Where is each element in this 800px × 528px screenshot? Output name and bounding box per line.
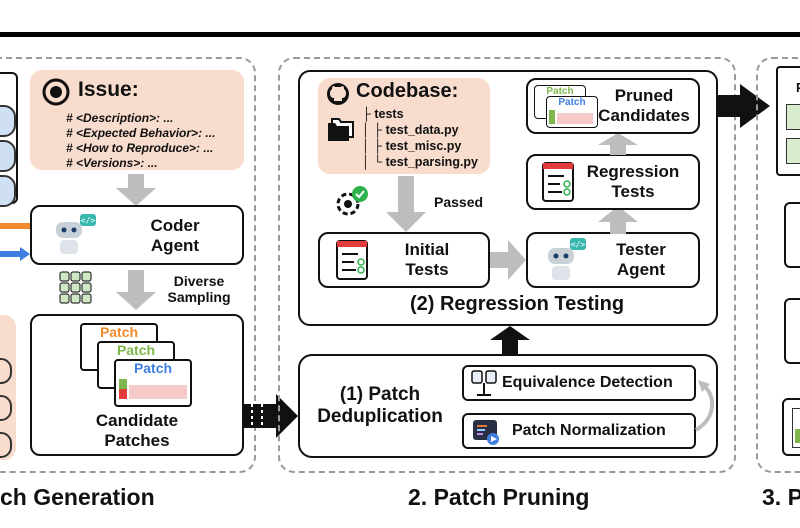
gear-check-icon bbox=[336, 186, 368, 216]
arrow-initial-to-tester bbox=[490, 240, 526, 280]
tester-agent-line-1: Tester bbox=[616, 240, 666, 259]
pruned-patch-label-2: Patch bbox=[558, 97, 586, 108]
pruned-patch-label-1: Patch bbox=[546, 86, 574, 97]
folder-icon bbox=[328, 118, 354, 141]
pruning-panel bbox=[278, 57, 736, 473]
left-item-2 bbox=[0, 140, 16, 172]
patch-normalization-box bbox=[462, 413, 696, 449]
scale-icon bbox=[471, 370, 497, 396]
equivalence-detection-label: Equivalence Detection bbox=[502, 374, 673, 391]
patch-card-blue: Patch bbox=[114, 359, 192, 407]
regression-tests-label: Regression Tests bbox=[578, 162, 688, 201]
equivalence-detection-box bbox=[462, 365, 696, 401]
next-middle-box-2 bbox=[784, 298, 800, 364]
candidate-patches-line-1: Candidate bbox=[95, 411, 179, 430]
regression-tests-line-2: Tests bbox=[611, 181, 655, 201]
issue-line-3: # <How to Reproduce>: ... bbox=[66, 141, 214, 155]
blue-input-line bbox=[0, 251, 22, 257]
candidate-patches-line-2: Patches bbox=[104, 430, 170, 450]
left-item-3 bbox=[0, 175, 16, 207]
tester-agent-label: Tester Agent bbox=[596, 240, 686, 279]
coder-agent-line-2: Agent bbox=[150, 235, 200, 255]
tree-file-1: test_data.py bbox=[385, 123, 459, 137]
next-row-2 bbox=[786, 138, 800, 164]
generation-panel bbox=[0, 57, 256, 473]
orange-input-line bbox=[0, 223, 30, 229]
left-item-1 bbox=[0, 105, 16, 137]
arrow-pruning-to-next bbox=[718, 84, 770, 128]
next-middle-box-1 bbox=[784, 202, 800, 268]
sampling-grid-icon bbox=[59, 271, 92, 304]
svg-text:</>: </> bbox=[571, 240, 586, 249]
tester-agent-line-2: Agent bbox=[616, 259, 666, 279]
arrow-codebase-to-initial bbox=[386, 176, 426, 232]
top-rule bbox=[0, 32, 800, 37]
issue-line-1: # <Description>: ... bbox=[66, 111, 174, 125]
deduplication-line-1: (1) Patch bbox=[339, 384, 421, 405]
next-row-1 bbox=[786, 104, 800, 130]
codebase-title: Codebase: bbox=[356, 80, 459, 102]
left-peach-panel bbox=[0, 315, 16, 460]
robot-tester-icon: </> bbox=[548, 238, 586, 280]
issue-icon bbox=[42, 78, 70, 106]
blue-input-arrowhead bbox=[20, 247, 30, 261]
deduplication-line-2: Deduplication bbox=[317, 405, 443, 427]
patch-label-green: Patch bbox=[116, 342, 156, 358]
codebase-tree: ├ tests │ ├ test_data.py │ ├ test_misc.p… bbox=[362, 106, 478, 170]
passed-label: Passed bbox=[434, 194, 484, 210]
pruned-candidates-line-1: Pruned bbox=[614, 86, 674, 105]
regression-testing-label: (2) Regression Testing bbox=[409, 293, 625, 315]
next-bottom-patch bbox=[792, 408, 800, 448]
next-section-title: 3. P bbox=[762, 484, 800, 510]
github-icon bbox=[327, 83, 349, 105]
arrow-issue-to-coder bbox=[116, 174, 156, 206]
arrow-tester-to-regression bbox=[598, 206, 638, 234]
coder-agent-line-1: Coder bbox=[150, 216, 200, 235]
coder-agent-label: Coder Agent bbox=[120, 216, 230, 255]
tree-folder: tests bbox=[374, 107, 404, 121]
tree-file-row-2: │ ├ test_misc.py bbox=[362, 139, 462, 153]
issue-line-2: # <Expected Behavior>: ... bbox=[66, 126, 216, 140]
candidate-patches-label: Candidate Patches bbox=[62, 411, 212, 450]
arrow-dedup-to-regression bbox=[490, 326, 530, 354]
pruned-candidates-label: Pruned Candidates bbox=[592, 86, 696, 125]
patch-label-blue: Patch bbox=[133, 360, 173, 376]
issue-line-4: # <Versions>: ... bbox=[66, 156, 158, 170]
arrow-generation-to-pruning bbox=[244, 394, 298, 438]
checklist-icon-initial bbox=[336, 240, 368, 280]
patch-normalization-label: Patch Normalization bbox=[512, 422, 666, 439]
tree-file-row-3: │ └ test_parsing.py bbox=[362, 155, 479, 169]
regression-tests-line-1: Regression bbox=[586, 162, 680, 181]
tree-folder-row: ├ tests bbox=[362, 107, 404, 121]
diverse-sampling-label: Diverse Sampling bbox=[160, 273, 238, 305]
robot-coder-icon: </> bbox=[56, 214, 96, 254]
arrow-coder-to-candidates bbox=[116, 270, 156, 310]
next-top-label: P bbox=[796, 80, 800, 95]
initial-tests-label: Initial Tests bbox=[382, 240, 472, 279]
code-window-icon bbox=[473, 420, 499, 445]
issue-title: Issue: bbox=[78, 78, 139, 101]
diverse-sampling-line-1: Diverse bbox=[173, 273, 225, 289]
checklist-icon-regression bbox=[542, 162, 574, 202]
curved-arrow-normalization-to-equivalence bbox=[694, 380, 715, 432]
initial-tests-line-2: Tests bbox=[405, 259, 449, 279]
next-panel bbox=[756, 57, 800, 473]
deduplication-label: (1) Patch Deduplication bbox=[300, 384, 460, 428]
svg-text:</>: </> bbox=[81, 216, 96, 225]
initial-tests-line-1: Initial bbox=[404, 240, 450, 259]
pruning-section-title: 2. Patch Pruning bbox=[408, 484, 590, 510]
tree-file-2: test_misc.py bbox=[385, 139, 462, 153]
diverse-sampling-line-2: Sampling bbox=[167, 289, 231, 306]
pruned-patch-card-2: Patch bbox=[546, 96, 598, 128]
patch-label-orange: Patch bbox=[99, 324, 139, 340]
arrow-regression-to-pruned bbox=[598, 133, 638, 155]
pruned-candidates-line-2: Candidates bbox=[598, 105, 690, 125]
tree-file-row-1: │ ├ test_data.py bbox=[362, 123, 459, 137]
tree-file-3: test_parsing.py bbox=[385, 155, 479, 169]
generation-section-title: ch Generation bbox=[0, 484, 155, 510]
